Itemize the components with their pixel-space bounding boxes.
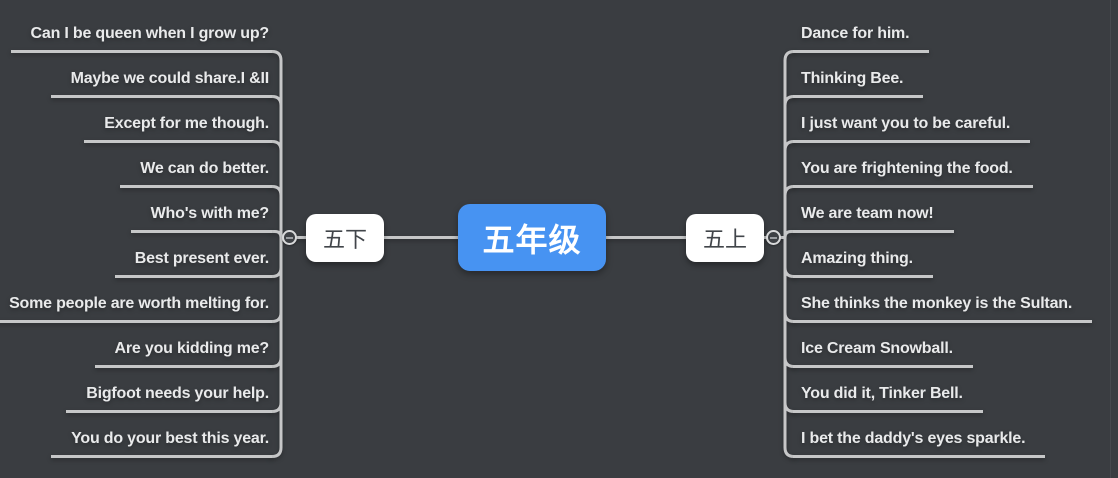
leaf-topic[interactable]: I bet the daddy's eyes sparkle.: [793, 417, 1046, 458]
collapse-button-left[interactable]: [282, 230, 297, 245]
leaf-topic[interactable]: We can do better.: [120, 147, 272, 188]
minus-icon: [770, 236, 777, 239]
root-topic[interactable]: 五年级: [458, 204, 606, 271]
leaf-topic[interactable]: I just want you to be careful.: [793, 102, 1031, 143]
leaf-topic[interactable]: Amazing thing.: [793, 237, 933, 278]
branch-topic-right[interactable]: 五上: [686, 214, 764, 262]
leaf-topic[interactable]: Maybe we could share.I &II: [50, 57, 272, 98]
leaf-topic[interactable]: Who's with me?: [130, 192, 272, 233]
right-edge-scrollbar-track: [1110, 0, 1111, 478]
leaf-topic[interactable]: Bigfoot needs your help.: [66, 372, 272, 413]
leaf-topic[interactable]: Best present ever.: [114, 237, 272, 278]
leaf-topic[interactable]: Ice Cream Snowball.: [793, 327, 973, 368]
minus-icon: [286, 236, 293, 239]
leaf-topic[interactable]: Except for me though.: [84, 102, 272, 143]
leaf-topic[interactable]: She thinks the monkey is the Sultan.: [793, 282, 1093, 323]
leaf-topic[interactable]: You did it, Tinker Bell.: [793, 372, 983, 413]
leaf-topic[interactable]: You are frightening the food.: [793, 147, 1033, 188]
leaf-topic[interactable]: You do your best this year.: [51, 417, 272, 458]
branch-topic-left[interactable]: 五下: [306, 214, 384, 262]
collapse-button-right[interactable]: [766, 230, 781, 245]
leaf-topic[interactable]: Thinking Bee.: [793, 57, 924, 98]
leaf-topic[interactable]: Dance for him.: [793, 12, 930, 53]
leaf-topic[interactable]: We are team now!: [793, 192, 954, 233]
leaf-topic[interactable]: Can I be queen when I grow up?: [10, 12, 272, 53]
leaf-topic[interactable]: Some people are worth melting for.: [0, 282, 272, 323]
leaf-topic[interactable]: Are you kidding me?: [94, 327, 272, 368]
